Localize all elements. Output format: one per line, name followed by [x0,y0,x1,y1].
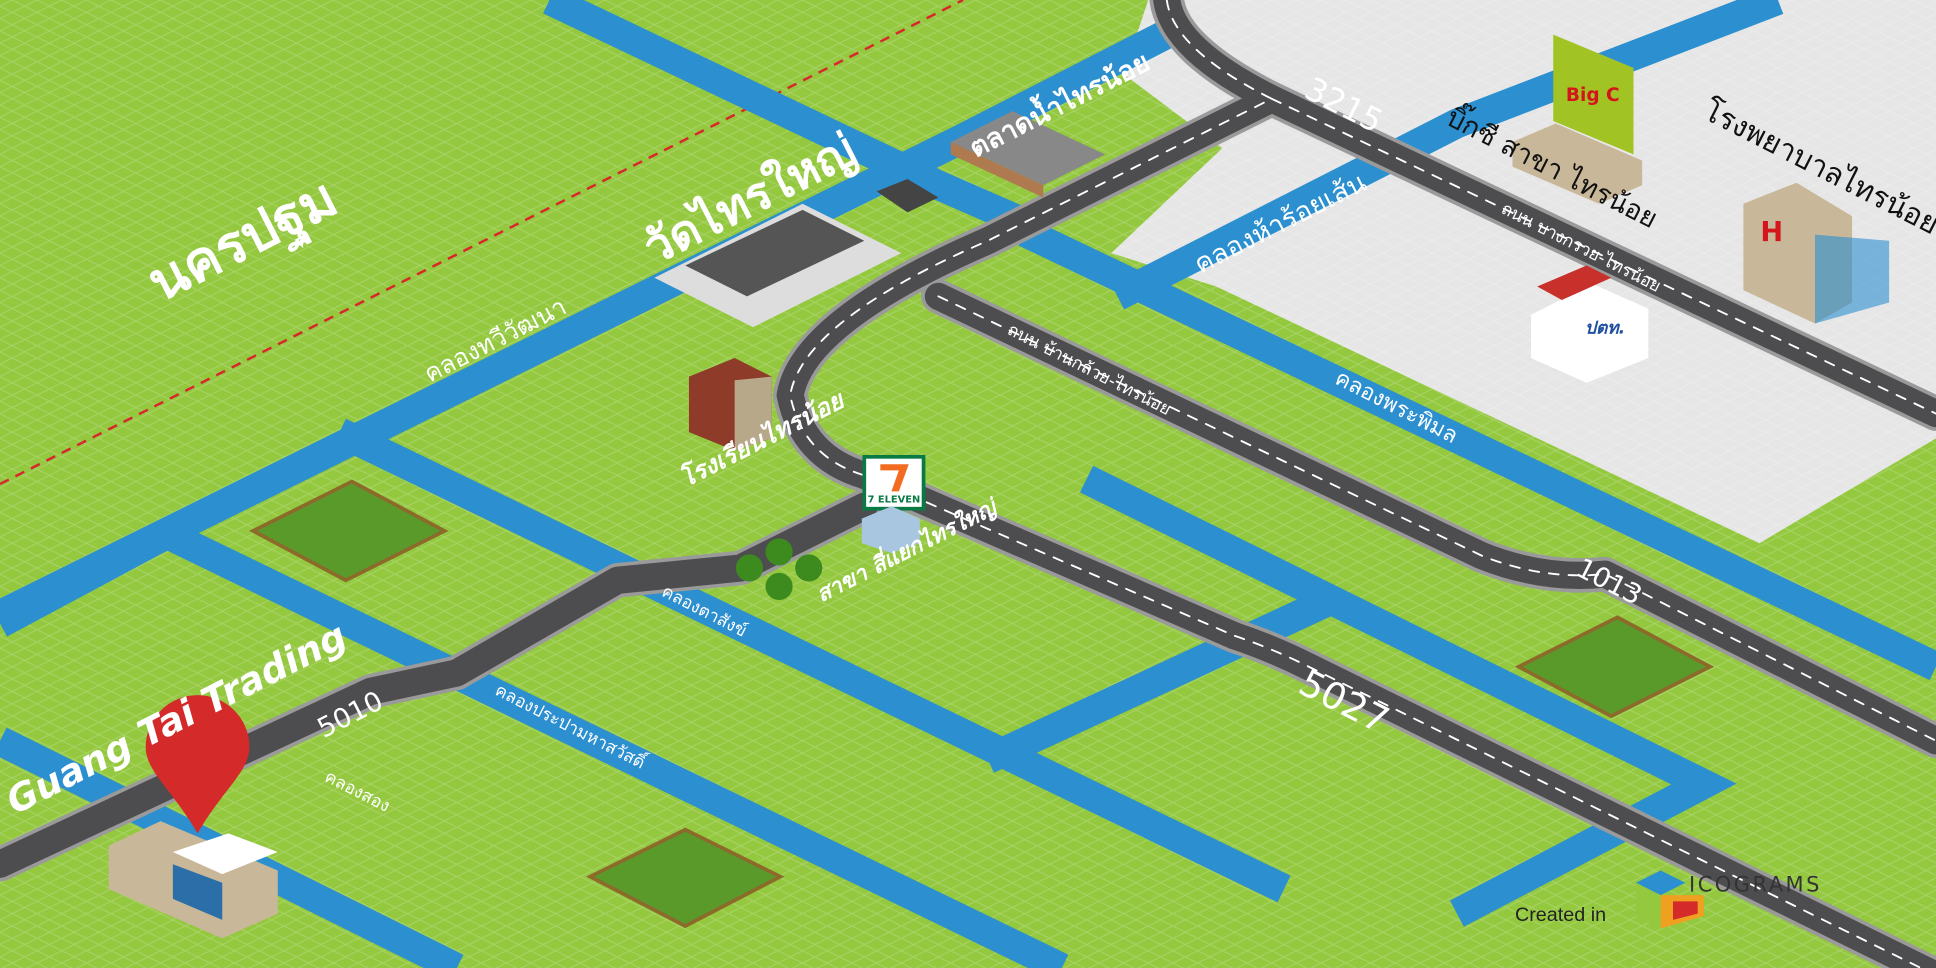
ptt-gas-station: ปตท. [1531,265,1649,383]
canal-cross1 [1079,465,1737,927]
crop-field [249,479,449,583]
orange-trees [735,538,823,601]
canal-harosen [1110,0,1784,310]
ptt-logo-text: ปตท. [1585,318,1625,338]
seven-eleven: 7 ELEVEN [861,454,926,554]
canal-cross2 [981,585,1340,773]
icograms-logo-icon [1635,870,1704,929]
province-boundary [0,0,964,486]
crop-fields [249,479,1715,929]
location-pin-icon [145,695,250,834]
seven-eleven-7-icon [880,464,909,492]
seven-eleven-logo-text: 7 ELEVEN [868,495,921,506]
crop-field [1514,615,1715,719]
credit-brand: ICOGRAMS [1689,872,1822,896]
credit-prefix: Created in [1515,904,1606,926]
wat-temple [654,179,939,328]
crop-field [586,827,785,929]
hospital-h-icon: H [1760,217,1783,248]
icograms-credit[interactable]: Created in ICOGRAMS [1515,870,1822,929]
bigc-building: Big C [1512,34,1643,204]
bigc-logo-text: Big C [1566,85,1620,106]
canal-cross3 [0,517,180,637]
floating-market [950,111,1106,198]
canal-prapa [154,517,1069,968]
hospital-building: H [1743,182,1890,324]
school-building [688,358,772,451]
canal-phraphimon [1018,218,1936,681]
canal-tasang [333,418,1291,903]
guang-tai-factory [108,821,278,939]
